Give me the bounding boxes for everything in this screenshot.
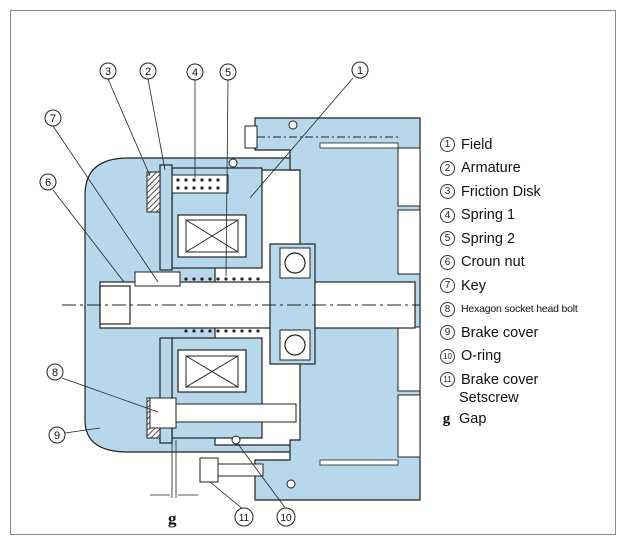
legend-number: 2 [440,160,455,176]
legend-label-continued: Setscrew [459,389,519,406]
key [134,271,181,287]
bearing-ball-lower [284,334,306,356]
legend-item-croun-nut: 6 Croun nut [440,251,620,275]
spring-2 [184,277,260,333]
legend-number: 5 [440,231,455,247]
legend-number: 6 [440,254,455,270]
legend-number: 1 [440,137,455,153]
legend-label: Spring 1 [461,207,516,224]
parts-legend: 1 Field 2 Armature 3 Friction Disk 4 Spr… [440,133,620,431]
gap-symbol: g [168,509,177,528]
callout-4: 4 [186,63,204,81]
legend-number: 11 [440,372,455,388]
legend-number: 7 [440,278,455,294]
legend-label: Croun nut [461,254,525,271]
svg-text:5: 5 [225,67,231,79]
svg-text:2: 2 [145,66,151,78]
legend-label: O-ring [461,348,502,365]
svg-text:3: 3 [105,66,111,78]
callout-5: 5 [219,63,237,81]
svg-text:6: 6 [45,177,51,189]
legend-label: Spring 2 [461,230,516,247]
bearing-ball-upper [284,252,306,274]
legend-label: Armature [461,160,521,177]
figure-frame [10,10,616,535]
legend-number: 9 [440,325,455,341]
legend-number: 4 [440,207,455,223]
hex-bolt [149,397,177,429]
svg-text:11: 11 [239,513,250,524]
callout-3: 3 [99,62,117,80]
legend-gap-symbol: g [442,410,451,427]
legend-item-gap: g Gap [440,408,620,432]
callout-7: 7 [44,109,62,127]
svg-text:9: 9 [54,430,60,442]
legend-label: Gap [459,411,487,428]
legend-item-spring-2: 5 Spring 2 [440,227,620,251]
svg-text:7: 7 [50,113,56,125]
callout-9: 9 [48,426,66,444]
callout-8: 8 [46,363,64,381]
legend-item-spring-1: 4 Spring 1 [440,204,620,228]
legend-number: 10 [440,348,455,364]
legend-number: 8 [440,301,455,317]
legend-item-friction-disk: 3 Friction Disk [440,180,620,204]
legend-item-key: 7 Key [440,274,620,298]
callout-1: 1 [351,61,369,79]
spring-1 [171,174,229,194]
svg-text:8: 8 [52,367,58,379]
legend-label: Field [461,136,493,153]
legend-label: Brake cover [461,371,539,388]
legend-label: Hexagon socket head bolt [461,303,578,316]
setscrew [199,457,219,483]
legend-item-armature: 2 Armature [440,157,620,181]
friction-disk-upper [146,171,161,213]
legend-label: Friction Disk [461,183,541,200]
armature-upper [159,164,173,271]
svg-text:4: 4 [192,67,198,79]
legend-item-field: 1 Field [440,133,620,157]
callout-11: 11 [234,507,254,527]
legend-label: Brake cover [461,324,539,341]
legend-item-brake-cover-setscrew: 11 Brake cover [440,368,620,392]
callout-2: 2 [139,62,157,80]
legend-item-brake-cover: 9 Brake cover [440,321,620,345]
legend-item-hexagon-bolt: 8 Hexagon socket head bolt [440,298,620,322]
callout-10: 10 [276,507,296,527]
callout-6: 6 [39,173,57,191]
svg-text:10: 10 [280,513,292,524]
svg-text:1: 1 [357,65,363,77]
legend-number: 3 [440,184,455,200]
legend-item-o-ring: 10 O-ring [440,345,620,369]
legend-label: Key [461,277,486,294]
